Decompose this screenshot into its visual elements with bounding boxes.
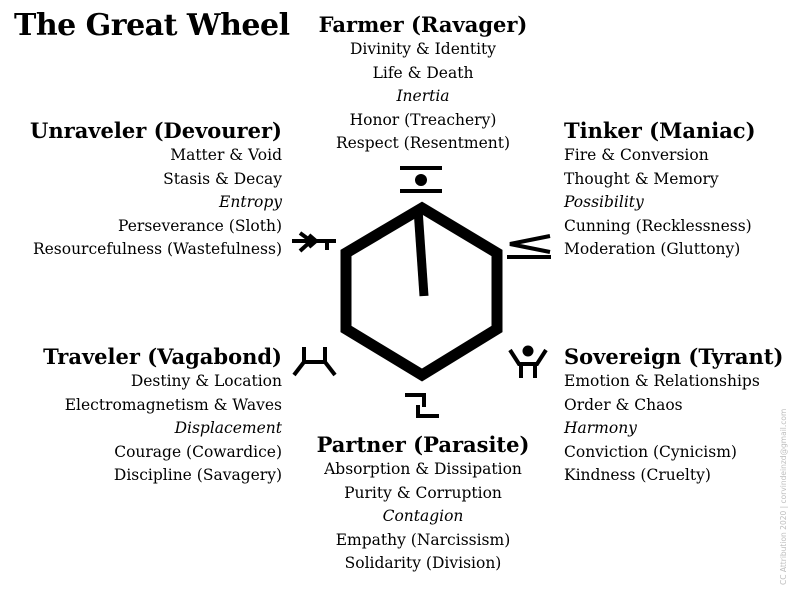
partner-line: Solidarity (Division) [344,554,502,572]
tinker-line: Thought & Memory [564,169,719,188]
partner-heading: Partner (Parasite) [316,432,530,457]
sovereign-line: Conviction (Cynicism) [564,442,737,461]
tinker-symbol-icon [507,234,551,259]
farmer-line: Honor (Treachery) [349,110,497,129]
sovereign-heading: Sovereign (Tyrant) [564,344,784,369]
traveler-symbol-icon [292,347,337,377]
farmer-line: Inertia [396,87,450,105]
unraveler-symbol-icon [292,231,336,253]
unraveler-group: Unraveler (Devourer) Matter & Void Stasi… [20,117,282,262]
tinker-line: Possibility [564,193,644,211]
farmer-line: Respect (Resentment) [335,134,511,152]
farmer-group: Farmer (Ravager) Divinity & Identity Lif… [300,11,546,156]
traveler-line: Destiny & Location [130,372,282,390]
traveler-group: Traveler (Vagabond) Destiny & Location E… [20,343,282,488]
partner-group: Partner (Parasite) Absorption & Dissipat… [300,431,546,576]
unraveler-heading: Unraveler (Devourer) [30,118,282,143]
wheel-hexagon [340,201,503,382]
sovereign-group: Sovereign (Tyrant) Emotion & Relationshi… [564,343,794,488]
partner-line: Absorption & Dissipation [324,460,522,478]
tinker-line: Fire & Conversion [564,146,709,164]
traveler-heading: Traveler (Vagabond) [43,344,282,369]
farmer-heading: Farmer (Ravager) [318,12,528,37]
tinker-heading: Tinker (Maniac) [564,118,756,143]
partner-line: Empathy (Narcissism) [335,530,511,549]
partner-symbol-icon [405,393,439,418]
unraveler-line: Perseverance (Sloth) [118,216,282,235]
sovereign-line: Kindness (Cruelty) [564,466,711,484]
partner-line: Purity & Corruption [344,483,502,502]
farmer-symbol-icon [400,166,442,193]
unraveler-line: Resourcefulness (Wastefulness) [32,240,282,258]
unraveler-line: Matter & Void [170,146,282,164]
sovereign-symbol-icon [508,345,548,378]
wheel-hand [413,208,429,297]
sovereign-line: Harmony [564,419,637,437]
credit-text: CC Attribution 2020 | corvindeinzd@gmail… [779,408,788,585]
traveler-line: Courage (Cowardice) [114,442,282,461]
sovereign-line: Order & Chaos [564,395,683,414]
tinker-group: Tinker (Maniac) Fire & Conversion Though… [564,117,794,262]
traveler-line: Displacement [174,419,282,437]
partner-line: Contagion [382,507,464,525]
unraveler-line: Stasis & Decay [163,169,282,188]
unraveler-line: Entropy [219,193,282,211]
farmer-line: Life & Death [372,63,474,82]
diagram-title: The Great Wheel [14,8,290,43]
tinker-line: Cunning (Recklessness) [564,216,752,235]
traveler-line: Electromagnetism & Waves [64,395,282,414]
traveler-line: Discipline (Savagery) [113,466,282,484]
sovereign-line: Emotion & Relationships [564,372,760,390]
tinker-line: Moderation (Gluttony) [564,240,741,258]
farmer-line: Divinity & Identity [349,40,497,58]
